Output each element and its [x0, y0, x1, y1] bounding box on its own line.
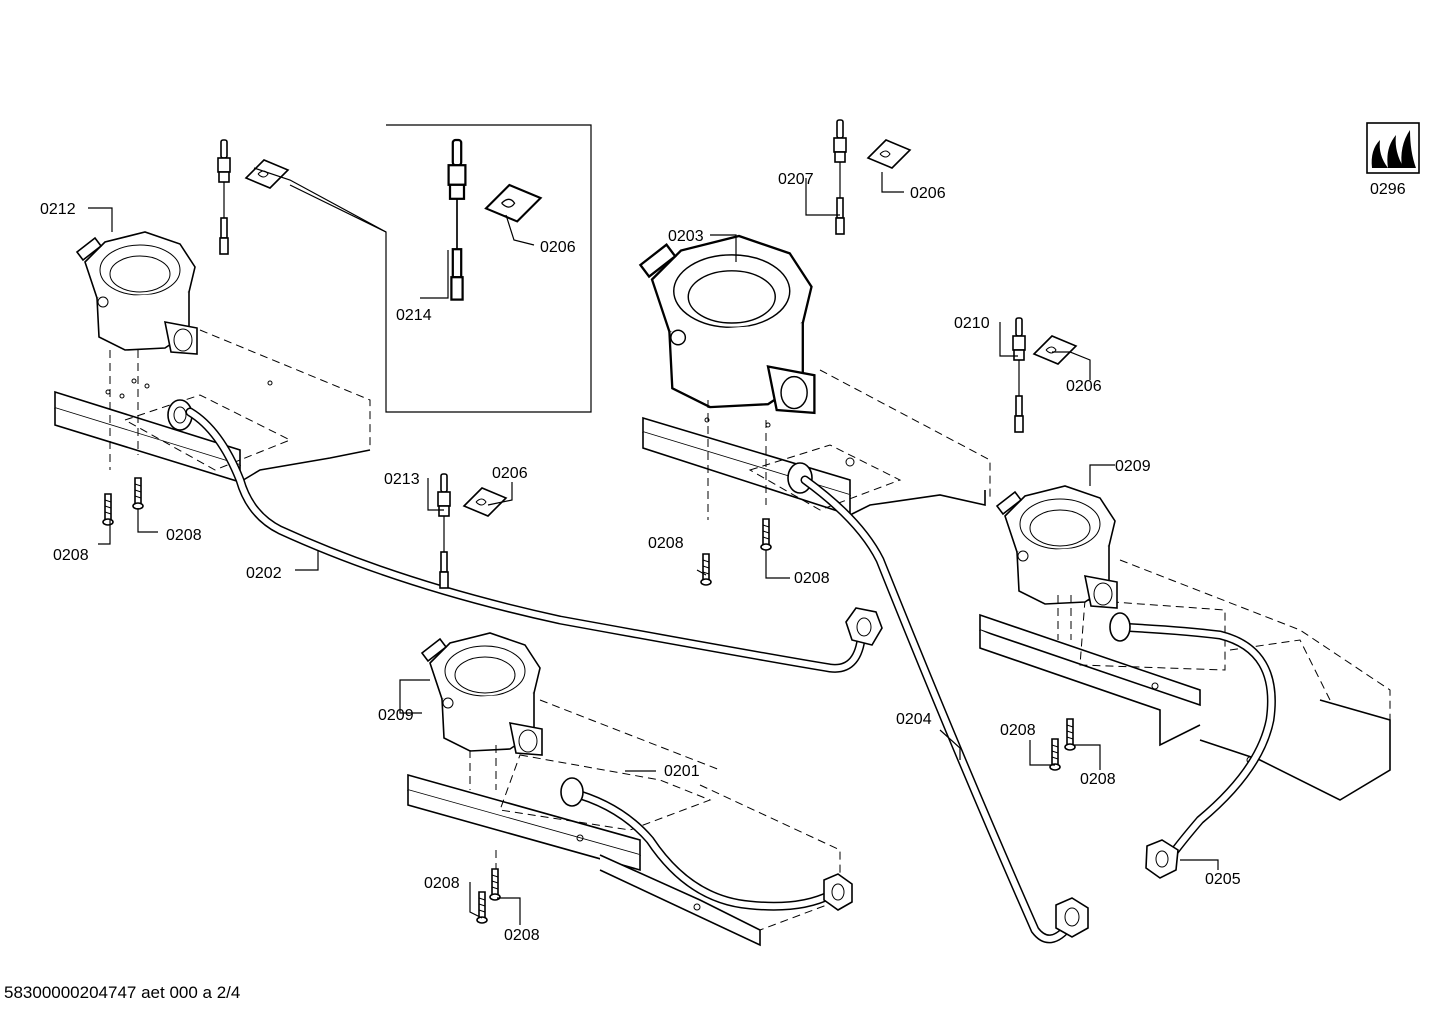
label-0214: 0214 [396, 307, 432, 324]
burner-group-right [979, 317, 1391, 879]
label-0206: 0206 [540, 239, 576, 256]
label-0208: 0208 [1080, 771, 1116, 788]
pipe-0204 [800, 475, 1089, 944]
label-0203: 0203 [668, 228, 704, 245]
label-0204: 0204 [896, 711, 932, 728]
label-0205: 0205 [1205, 871, 1241, 888]
label-0210: 0210 [954, 315, 990, 332]
label-0209: 0209 [378, 707, 414, 724]
label-0208: 0208 [424, 875, 460, 892]
pipe-0202 [185, 407, 883, 673]
document-footer: 58300000204747 aet 000 a 2/4 [4, 983, 240, 1002]
burner-group-large [639, 119, 991, 586]
flame-symbol-0296 [1366, 122, 1420, 174]
label-0208: 0208 [53, 547, 89, 564]
label-0206: 0206 [910, 185, 946, 202]
label-0208: 0208 [794, 570, 830, 587]
inset-detail-box [253, 124, 592, 413]
label-0202: 0202 [246, 565, 282, 582]
label-0213: 0213 [384, 471, 420, 488]
leader-lines [88, 172, 1219, 925]
label-0201: 0201 [664, 763, 700, 780]
label-0207: 0207 [778, 171, 814, 188]
label-0296: 0296 [1370, 181, 1406, 198]
label-0206: 0206 [1066, 378, 1102, 395]
label-0212: 0212 [40, 201, 76, 218]
label-0208: 0208 [504, 927, 540, 944]
part-labels: 0212 0208 0208 0202 0214 0206 0213 0206 … [40, 171, 1406, 944]
burner-group-left [54, 139, 371, 526]
label-0208: 0208 [1000, 722, 1036, 739]
label-0208: 0208 [648, 535, 684, 552]
burner-group-center [407, 473, 853, 947]
label-0209: 0209 [1115, 458, 1151, 475]
label-0208: 0208 [166, 527, 202, 544]
label-0206: 0206 [492, 465, 528, 482]
